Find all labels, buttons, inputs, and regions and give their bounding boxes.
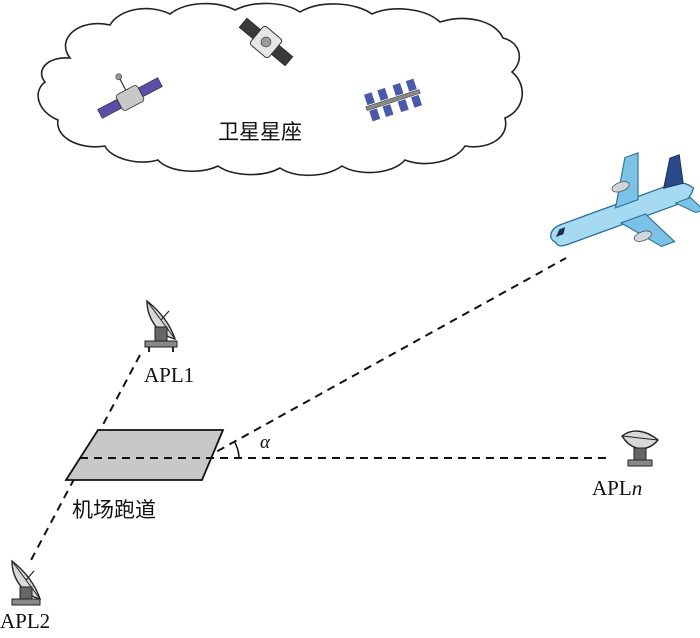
satellite-icon [97, 73, 163, 119]
runway [64, 429, 225, 481]
station-label-apln: APLn [592, 476, 642, 501]
space-station-icon [363, 78, 423, 122]
runway-label: 机场跑道 [72, 498, 156, 522]
ground-station-antenna-icon [11, 559, 42, 606]
ground-station-antenna-icon [621, 430, 659, 467]
angle-label: α [260, 432, 270, 453]
satellite-cloud [37, 2, 524, 177]
satellite-constellation-label: 卫星星座 [218, 120, 302, 144]
ground-station-antenna-icon [144, 299, 178, 352]
angle-arc [233, 440, 240, 459]
satellite-icon [238, 17, 294, 67]
station-label-apl1: APL1 [144, 363, 195, 387]
link-line-runway-aircraft [204, 257, 567, 459]
airplane-icon [550, 152, 700, 248]
station-suffix: n [631, 476, 643, 500]
station-prefix: APL [592, 476, 632, 500]
station-label-apl2: APL2 [0, 609, 51, 633]
